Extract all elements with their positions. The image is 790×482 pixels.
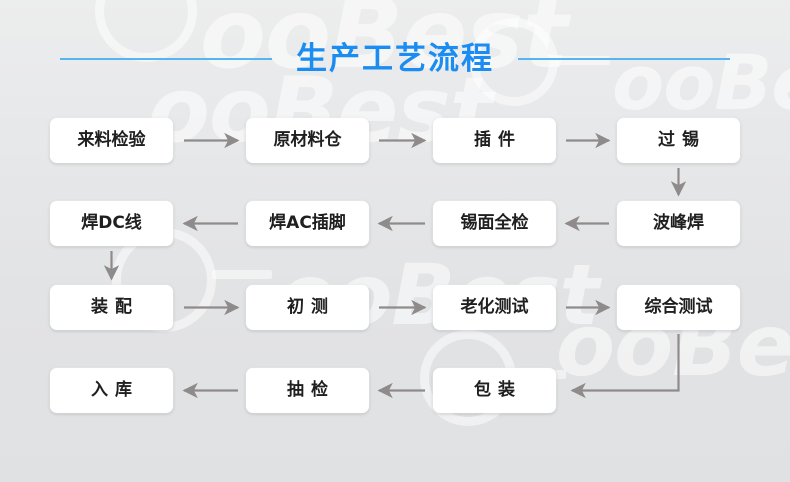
flow-node-label: 插件: [474, 130, 522, 150]
flow-node-insertion[interactable]: 插件: [433, 118, 556, 163]
title-divider-right: [518, 58, 730, 60]
flow-node-solder-surface-inspection[interactable]: 锡面全检: [433, 201, 556, 246]
flow-node-incoming-inspection[interactable]: 来料检验: [50, 118, 173, 163]
flow-node-label: 综合测试: [644, 297, 713, 317]
flow-node-sampling-inspection[interactable]: 抽检: [246, 368, 369, 413]
page-title-row: 生产工艺流程: [0, 36, 790, 82]
flow-node-label: 老化测试: [460, 297, 529, 317]
flow-node-label: 来料检验: [77, 130, 146, 150]
flow-node-label: 原材料仓: [273, 130, 342, 150]
page-title: 生产工艺流程: [296, 40, 494, 77]
flow-node-assembly[interactable]: 装配: [50, 285, 173, 330]
flow-node-label: 抽检: [287, 380, 335, 400]
flow-node-dc-wire-soldering[interactable]: 焊DC线: [50, 201, 173, 246]
flow-node-label: 焊AC插脚: [269, 213, 346, 233]
flow-node-raw-material-warehouse[interactable]: 原材料仓: [246, 118, 369, 163]
flow-node-label: 初测: [287, 297, 335, 317]
flow-node-comprehensive-test[interactable]: 综合测试: [617, 285, 740, 330]
flow-node-label: 包装: [474, 380, 522, 400]
flow-node-packaging[interactable]: 包装: [433, 368, 556, 413]
flow-node-label: 波峰焊: [653, 213, 704, 233]
flow-node-ac-pin-soldering[interactable]: 焊AC插脚: [246, 201, 369, 246]
title-divider-left: [60, 58, 272, 60]
flow-node-label: 焊DC线: [81, 213, 142, 233]
flow-node-initial-test[interactable]: 初测: [246, 285, 369, 330]
flow-node-label: 入库: [91, 380, 139, 400]
flow-node-aging-test[interactable]: 老化测试: [433, 285, 556, 330]
flow-node-label: 过锡: [658, 130, 706, 150]
flow-node-wave-soldering[interactable]: 波峰焊: [617, 201, 740, 246]
flow-node-tinning[interactable]: 过锡: [617, 118, 740, 163]
flow-node-label: 装配: [91, 297, 139, 317]
flow-node-warehousing[interactable]: 入库: [50, 368, 173, 413]
flow-node-label: 锡面全检: [460, 213, 529, 233]
